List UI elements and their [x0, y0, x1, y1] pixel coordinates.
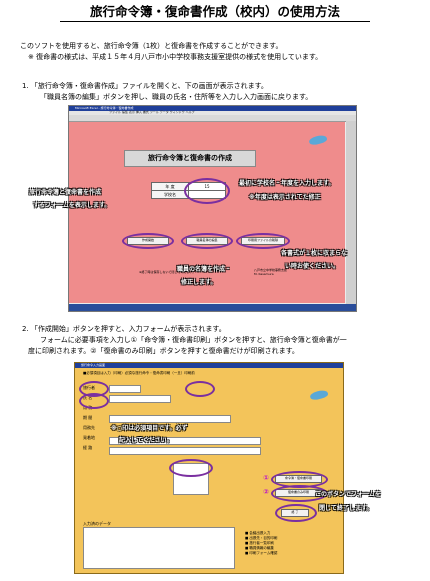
- callout-roster-1: 職員の名簿を作成・: [177, 266, 232, 273]
- saved-data-header: 入力済のデータ: [83, 521, 111, 526]
- saved-data-list[interactable]: [83, 527, 235, 569]
- taskbar: [69, 304, 356, 311]
- step2-heading: 2. 「作成開始」ボタンを押すと、入力フォームが表示されます。: [22, 325, 226, 333]
- option-4[interactable]: ■ 職員情報の編集: [245, 546, 274, 550]
- destination-input[interactable]: [109, 447, 261, 455]
- route-highlight: [169, 459, 213, 477]
- year-school-highlight: [184, 178, 230, 204]
- dolphin-decoration-icon: [309, 388, 329, 402]
- label-route: 経 路: [83, 445, 93, 450]
- option-5[interactable]: ■ 印刷フォーム確認: [245, 551, 278, 555]
- document-title: 旅行命令簿・復命書作成（校内）の使用方法: [60, 4, 370, 22]
- callout-required-1: ※○印は必須項目です。必ず: [111, 425, 188, 432]
- label-destination: 用務先: [83, 425, 95, 430]
- footer-note: ※終了時は保存しないで閉じてください。: [139, 270, 196, 274]
- callout-year-1: 最初に学校名・年度を入力します。: [239, 180, 335, 187]
- exit-highlight: [275, 504, 317, 522]
- credit-line-2: M. Kasamura: [254, 272, 274, 276]
- callout-roster-2: 修正します。: [181, 279, 217, 286]
- step-marker-1: ①: [263, 474, 269, 482]
- delete-print-file-highlight: [236, 233, 290, 249]
- input-form-screenshot: 旅行命令入力画面 ■必須項目は入力（印刷）必須な旅行命令・復命書印刷（一旦）印刷…: [74, 362, 381, 574]
- callout-delete-1: 各書式が１枚に収まらな: [281, 250, 348, 257]
- callout-delete-2: い時お使ください。: [285, 263, 340, 270]
- app-header: 旅行命令簿と復命書の作成: [124, 150, 256, 167]
- form-titlebar: 旅行命令入力画面: [75, 363, 343, 368]
- step1-heading: 1. 「旅行命令簿・復命書作成」ファイルを開くと、下の画面が表示されます。: [22, 82, 268, 90]
- intro-line-2: ※ 復命書の様式は、平成１５年４月八戸市小中学校事務支援室提供の様式を使用してい…: [28, 53, 323, 61]
- name-input[interactable]: [109, 395, 171, 403]
- callout-exit-1: このボタンでフォームを: [315, 491, 381, 498]
- required-highlight-3: [185, 381, 215, 397]
- period-input[interactable]: [109, 437, 261, 445]
- step-marker-2: ②: [263, 488, 269, 496]
- form-note: ■必須項目は入力（印刷）必須な旅行命令・復命書印刷（一旦）印刷前: [83, 371, 195, 375]
- step2-subtext-1: フォームに必要事項を入力し①「命令簿・復命書印刷」ボタンを押すと、旅行命令簿と復…: [40, 336, 347, 344]
- window-toolbar: [69, 115, 356, 122]
- callout-exit-2: 閉じて終了します。: [319, 505, 373, 512]
- required-highlight-2: [79, 393, 109, 409]
- label-period: 期 間: [83, 415, 93, 420]
- window-titlebar: Microsoft Excel - 旅行命令簿・復命書作成: [69, 106, 356, 111]
- credit: 八戸市立中学校事務支援 M. Kasamura: [254, 268, 287, 276]
- excel-main-screenshot: Microsoft Excel - 旅行命令簿・復命書作成 ファイル 編集 表示…: [29, 105, 357, 312]
- create-start-highlight: [122, 233, 174, 249]
- credit-line-1: 八戸市立中学校事務支援: [254, 268, 288, 272]
- callout-year-2: ※年度は表示されてた修正: [249, 194, 321, 201]
- traveler-input[interactable]: [109, 385, 141, 393]
- step1-subtext: 「職員名簿の編集」ボタンを押し、職員の氏名・住所等を入力し入力画面に戻ります。: [40, 93, 313, 101]
- callout-create-2: するフォームを表示します。: [33, 202, 111, 209]
- print-report-only-highlight: [271, 485, 328, 502]
- callout-create-1: 旅行命令簿と復命書を作成: [29, 189, 102, 196]
- option-1[interactable]: ■ 会議出張入力: [245, 531, 271, 535]
- callout-required-2: 記入してください。: [119, 437, 173, 444]
- option-2[interactable]: ■ 出張先・目的印刷: [245, 536, 278, 540]
- task-pane: [346, 121, 356, 304]
- option-checklist: ■ 会議出張入力 ■ 出張先・目的印刷 ■ 旅行者一覧印刷 ■ 職員情報の編集 …: [245, 531, 277, 556]
- step2-subtext-2: 度に印刷されます。②「復命書のみ印刷」ボタンを押すと復命書だけが印刷されます。: [28, 347, 299, 355]
- intro-line-1: このソフトを使用すると、旅行命令簿（1枚）と復命書を作成することができます。: [20, 42, 283, 50]
- label-departure: 発着地: [83, 435, 95, 440]
- roster-edit-highlight: [181, 233, 233, 249]
- option-3[interactable]: ■ 旅行者一覧印刷: [245, 541, 274, 545]
- business-input[interactable]: [109, 415, 231, 423]
